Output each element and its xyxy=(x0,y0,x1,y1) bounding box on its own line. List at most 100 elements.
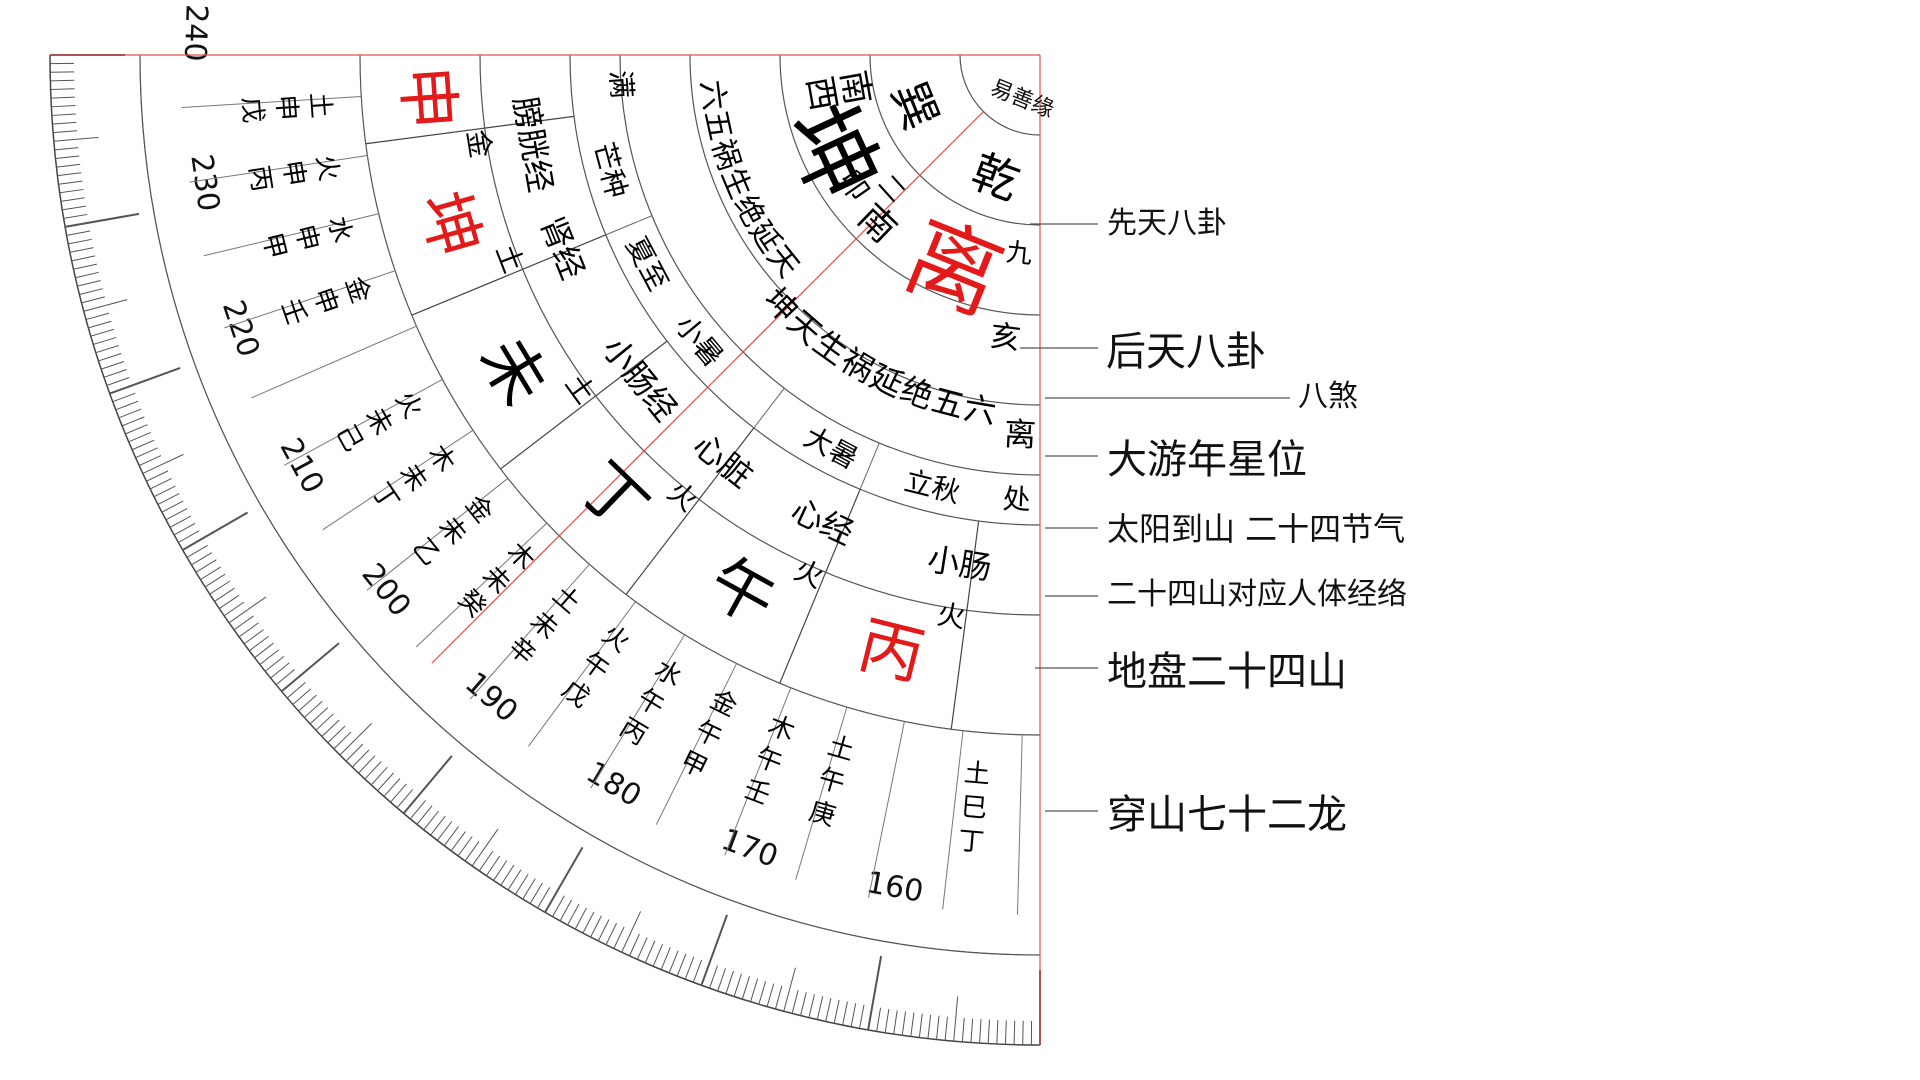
degree-tick xyxy=(286,681,306,699)
degree-tick xyxy=(918,1013,923,1038)
degree-tick xyxy=(339,722,373,756)
degree-tick xyxy=(537,887,551,909)
degree-tick xyxy=(292,688,312,705)
degree-tick xyxy=(901,1011,907,1036)
degree-tick xyxy=(182,511,249,551)
small-hai: 亥 xyxy=(988,319,1022,357)
degree-label: 230 xyxy=(183,152,226,214)
degree-tick xyxy=(62,205,86,211)
degree-label: 240 xyxy=(177,4,214,62)
degree-tick xyxy=(987,1019,990,1044)
dragon-divider xyxy=(189,155,368,183)
dragon-char: 戊 xyxy=(236,96,268,124)
ring-boundary xyxy=(959,54,1041,136)
degree-tick xyxy=(191,552,213,566)
degree-tick xyxy=(621,911,642,953)
degree-tick xyxy=(936,1015,940,1040)
degree-tick xyxy=(383,778,401,797)
degree-tick xyxy=(186,544,208,558)
degree-tick xyxy=(209,580,231,595)
dragon-char: 申 xyxy=(270,94,302,122)
dragon-divider xyxy=(469,563,590,700)
mountain-divider xyxy=(365,115,575,145)
degree-tick xyxy=(416,805,433,825)
degree-tick xyxy=(953,996,959,1042)
degree-tick xyxy=(95,345,119,354)
degree-tick xyxy=(684,956,695,980)
degree-tick xyxy=(370,766,388,786)
degree-tick xyxy=(552,895,565,917)
degree-tick xyxy=(68,238,92,245)
degree-tick xyxy=(567,903,580,926)
degree-tick xyxy=(264,655,285,672)
degree-tick xyxy=(910,1012,915,1037)
degree-tick xyxy=(327,725,346,744)
degree-tick xyxy=(859,1004,865,1029)
degree-tick xyxy=(218,594,240,610)
star-li: 离 xyxy=(1003,415,1037,455)
degree-tick xyxy=(842,1001,848,1026)
degree-tick xyxy=(233,615,254,631)
dragon-divider xyxy=(655,663,738,825)
degree-tick xyxy=(559,899,573,922)
degree-tick xyxy=(254,642,274,659)
degree-tick xyxy=(115,400,139,411)
degree-tick xyxy=(118,408,142,419)
degree-tick xyxy=(223,601,245,617)
degree-tick xyxy=(309,707,329,725)
degree-tick xyxy=(833,999,840,1024)
degree-tick xyxy=(676,953,687,977)
dragon-divider xyxy=(590,634,686,789)
degree-tick xyxy=(161,500,184,513)
degree-tick xyxy=(1013,1020,1016,1045)
degree-tick xyxy=(142,453,184,474)
dragon-divider xyxy=(283,379,443,466)
degree-tick xyxy=(55,155,80,159)
degree-tick xyxy=(514,873,529,895)
degree-tick xyxy=(345,743,364,762)
degree-tick xyxy=(200,566,222,581)
degree-tick xyxy=(153,485,176,498)
mountain-divider xyxy=(500,340,668,470)
callout-houtian: 后天八卦 xyxy=(1106,329,1266,375)
degree-tick xyxy=(741,976,750,1000)
degree-tick xyxy=(52,121,77,125)
degree-tick xyxy=(402,755,453,815)
degree-tick xyxy=(377,772,394,792)
degree-tick xyxy=(574,907,587,930)
dragon-char: 丁 xyxy=(957,826,986,858)
degree-tick xyxy=(56,163,81,168)
degree-tick xyxy=(1004,1020,1007,1045)
degree-tick xyxy=(783,967,796,1012)
degree-tick xyxy=(50,96,75,99)
degree-tick xyxy=(243,629,264,645)
degree-tick xyxy=(303,701,323,718)
degree-tick xyxy=(850,1003,857,1027)
degree-tick xyxy=(138,455,162,467)
dragon-divider xyxy=(1016,734,1023,915)
jieqi-divider xyxy=(753,387,785,429)
degree-tick xyxy=(364,761,382,780)
degree-tick xyxy=(238,622,259,638)
degree-tick xyxy=(51,113,76,116)
degree-tick xyxy=(228,596,267,624)
degree-tick xyxy=(58,180,83,185)
degree-tick xyxy=(66,230,91,236)
degree-tick xyxy=(53,130,78,134)
degree-tick xyxy=(636,937,648,960)
star-char-a: 五 xyxy=(697,107,738,144)
degree-tick xyxy=(774,985,783,1010)
degree-tick xyxy=(500,864,515,886)
degree-tick xyxy=(204,573,226,588)
degree-tick xyxy=(57,172,82,177)
degree-tick xyxy=(135,447,158,459)
degree-tick xyxy=(321,719,340,737)
degree-tick xyxy=(214,587,235,602)
callout-dayounian: 大游年星位 xyxy=(1107,437,1307,483)
degree-tick xyxy=(652,944,664,967)
dragon-char: 土 xyxy=(304,91,336,119)
dragon-divider xyxy=(868,721,905,898)
degree-tick xyxy=(409,800,426,820)
star-char-b: 六 xyxy=(961,389,999,432)
